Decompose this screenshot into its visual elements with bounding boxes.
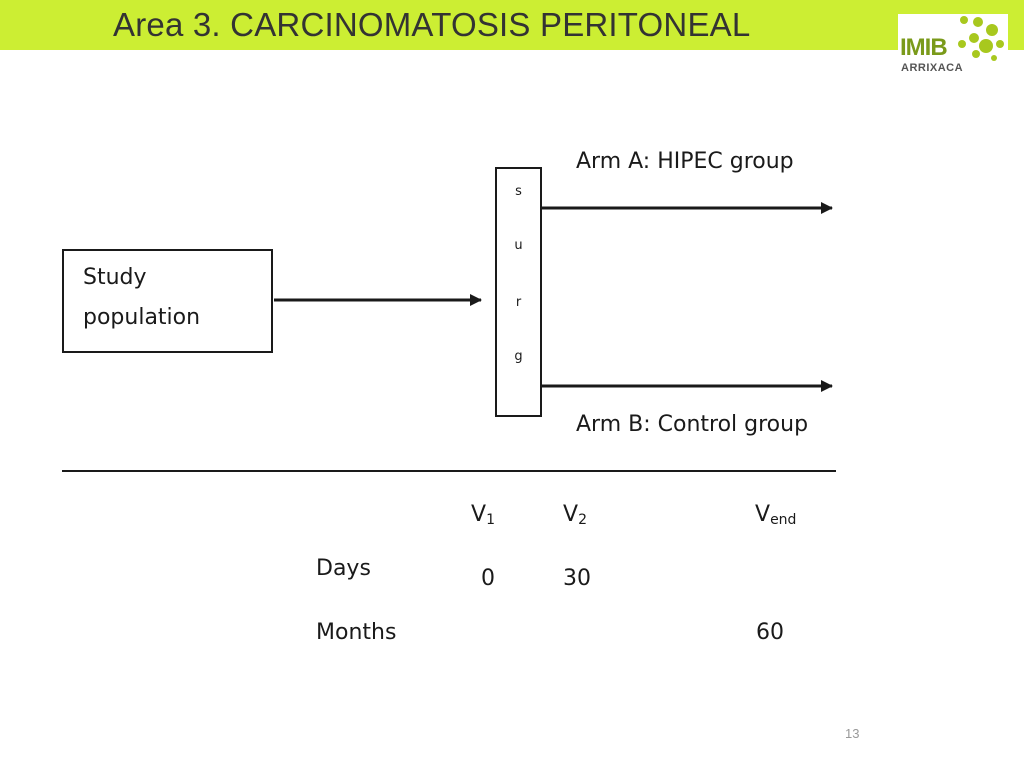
surgery-letter: g [514, 349, 523, 364]
study-population-line-1: Study [83, 265, 147, 290]
molecule-dots-icon [958, 16, 1004, 61]
slide-title: Area 3. CARCINOMATOSIS PERITONEAL [113, 6, 751, 43]
header-bar: Area 3. CARCINOMATOSIS PERITONEAL [0, 0, 1024, 50]
page-number: 13 [845, 726, 860, 741]
logo-sub-text: ARRIXACA [901, 62, 964, 74]
months-vend-value: 60 [756, 620, 784, 645]
timeline-divider [62, 470, 836, 472]
logo-main-text: IMIB [900, 34, 948, 61]
imib-arrixaca-logo: IMIB ARRIXACA [898, 14, 1008, 76]
visit-label-vend: Vend [755, 502, 797, 528]
surgery-letter: r [515, 295, 522, 310]
visit-label-v1: V1 [471, 502, 495, 528]
surgery-box: s u r g [495, 167, 542, 417]
days-v2-value: 30 [563, 566, 591, 591]
arm-b-label: Arm B: Control group [576, 412, 809, 437]
days-v1-value: 0 [481, 566, 495, 591]
study-population-line-2: population [83, 305, 201, 330]
study-population-box: Study population [62, 249, 273, 353]
arm-a-label: Arm A: HIPEC group [576, 149, 794, 174]
surgery-letter: u [514, 238, 523, 253]
row-label-days: Days [316, 556, 371, 581]
row-label-months: Months [316, 620, 397, 645]
visit-label-v2: V2 [563, 502, 587, 528]
surgery-letter: s [515, 184, 522, 199]
